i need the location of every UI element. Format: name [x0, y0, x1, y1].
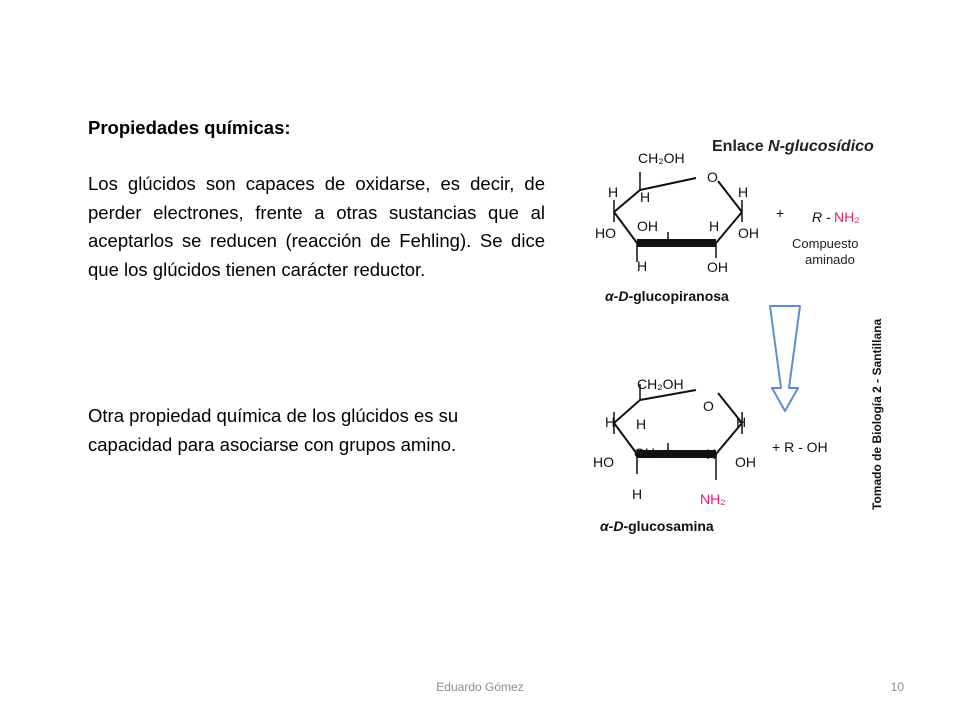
page-number: 10 — [890, 680, 904, 694]
figure-title-prefix: Enlace — [712, 138, 768, 155]
h-label-bottom-1: H — [605, 414, 615, 430]
reaction-arrow — [769, 305, 801, 412]
oh-label-top-2: OH — [738, 225, 759, 241]
h-label-top-4: H — [709, 218, 719, 234]
oh-label-top-1: OH — [637, 218, 658, 234]
ring-front-edge-top — [637, 239, 716, 247]
water-byproduct-label: + R - OH — [772, 439, 828, 455]
source-credit: Tomado de Biología 2 - Santillana — [870, 319, 884, 510]
glucosamine-name: α-D-glucosamina — [600, 518, 714, 534]
compound-label-line1: Compuesto — [792, 236, 858, 251]
h-label-top-1: H — [608, 184, 618, 200]
h-label-bottom-4: H — [706, 446, 716, 462]
h-label-bottom-5: H — [632, 486, 642, 502]
slide-heading: Propiedades químicas: — [88, 117, 291, 138]
oh-label-bottom-1: OH — [634, 445, 655, 461]
paragraph-reducing-property: Los glúcidos son capaces de oxidarse, es… — [88, 173, 545, 280]
footer-author: Eduardo Gómez — [436, 680, 524, 694]
oh-label-top-3: OH — [707, 259, 728, 275]
oh-label-bottom-2: OH — [735, 454, 756, 470]
ring-bonds-top — [613, 177, 743, 244]
ho-label-top: HO — [595, 225, 616, 241]
figure-title: Enlace N-glucosídico — [712, 138, 874, 155]
figure-title-italic: N-glucosídico — [768, 138, 874, 155]
ho-label-bottom: HO — [593, 454, 614, 470]
h-label-bottom-3: H — [736, 414, 746, 430]
ch2oh-label-bottom: CH₂OH — [637, 376, 684, 392]
nh2-label-reagent: NH₂ — [834, 209, 860, 225]
ring-oxygen-bottom: O — [703, 398, 714, 414]
h-label-bottom-2: H — [636, 416, 646, 432]
h-label-top-3: H — [738, 184, 748, 200]
substituent-bonds-top — [613, 172, 743, 262]
paragraph-amino-property: Otra propiedad química de los glúcidos e… — [88, 405, 459, 455]
ch2oh-label-top: CH₂OH — [638, 150, 685, 166]
plus-sign: + — [776, 205, 784, 221]
nh2-label-glucosamine: NH₂ — [700, 491, 726, 507]
glucopyranose-structure: CH₂OH O H H H HO OH H OH H OH α-D-glucop… — [595, 150, 759, 304]
glycosidic-bond-figure: Enlace N-glucosídico — [593, 138, 884, 534]
r-group-label: R - — [812, 209, 831, 225]
glucosamine-structure: CH₂OH O H H H HO OH H OH H NH₂ α-D-gluco… — [593, 376, 756, 534]
ring-front-edge-bottom — [637, 450, 716, 458]
compound-label-line2: aminado — [805, 252, 855, 267]
h-label-top-5: H — [637, 258, 647, 274]
h-label-top-2: H — [640, 189, 650, 205]
amino-compound: + R - NH₂ Compuesto aminado — [776, 205, 860, 267]
ring-oxygen-top: O — [707, 169, 718, 185]
glucopyranose-name: α-D-glucopiranosa — [605, 288, 729, 304]
